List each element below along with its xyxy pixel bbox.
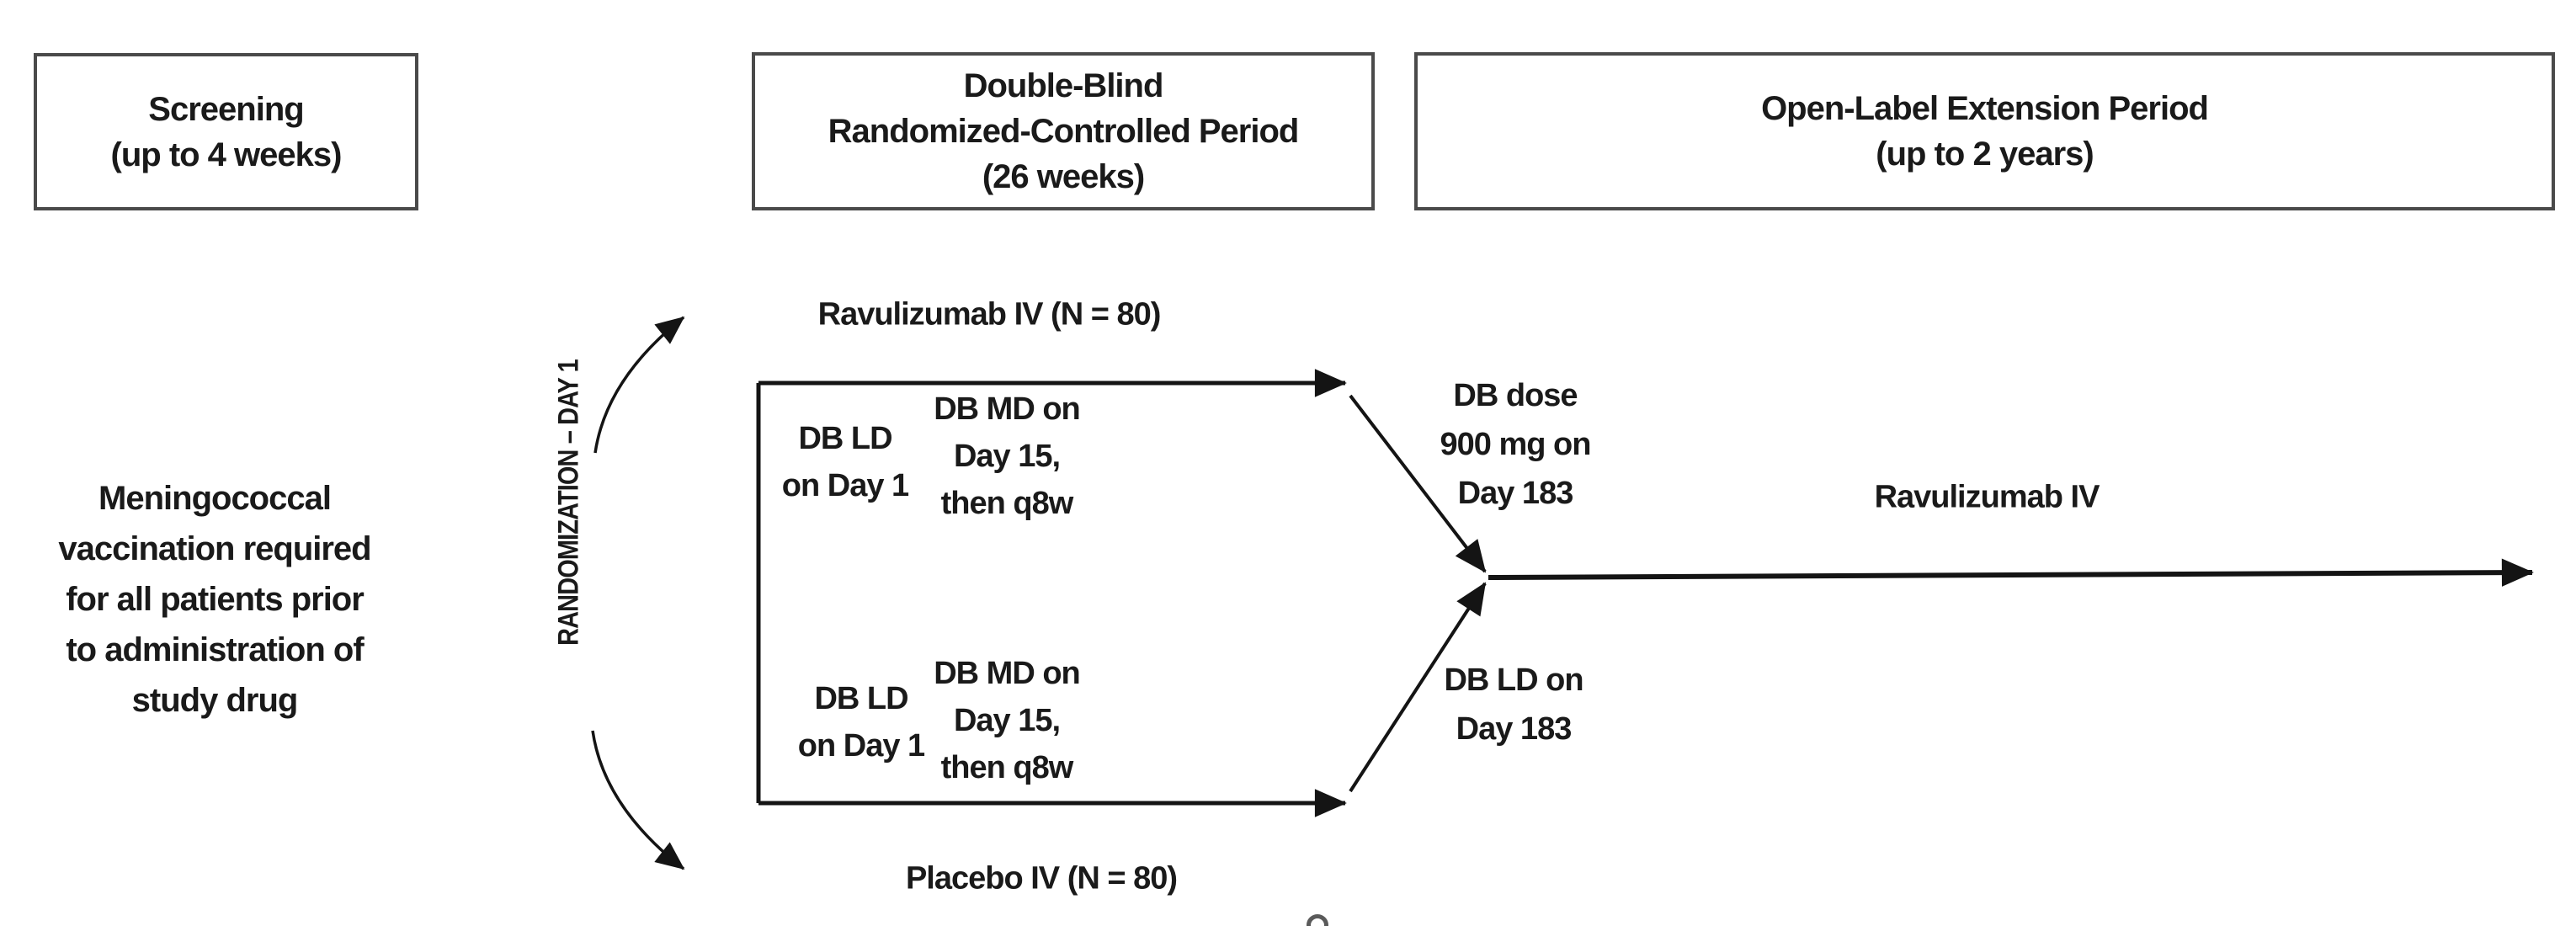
dose-line: on Day 1 (781, 468, 909, 503)
dose-line: DB dose (1453, 378, 1578, 413)
randomization-day1-label: RANDOMIZATION – DAY 1 (552, 359, 585, 646)
dose-line: on Day 1 (797, 728, 925, 764)
meningococcal-vaccination-note: Meningococcal vaccination required for a… (58, 473, 371, 726)
double-blind-duration: (26 weeks) (982, 158, 1145, 195)
ravulizumab-merge-arrow (1349, 394, 1487, 573)
randomization-arrow-up (593, 316, 685, 454)
extension-ravulizumab-label: Ravulizumab IV (1874, 479, 2100, 515)
note-line: to administration of (66, 631, 364, 668)
dose-line: Day 15, (953, 703, 1061, 738)
dose-line: DB LD (798, 421, 892, 456)
phase-box-open-label: Open-Label Extension Period (up to 2 yea… (1414, 52, 2555, 210)
note-line: Meningococcal (98, 480, 332, 517)
placebo-arm-label: Placebo IV (N = 80) (905, 860, 1178, 897)
dose-line: DB MD on (934, 391, 1081, 427)
double-blind-title-line1: Double-Blind (963, 67, 1164, 104)
note-line: vaccination required (58, 530, 371, 567)
note-line: for all patients prior (66, 581, 365, 618)
screening-title: Screening (148, 90, 304, 128)
dose-line: DB MD on (934, 656, 1081, 691)
ravulizumab-day183-dose: DB dose 900 mg on Day 183 (1440, 371, 1592, 518)
ravulizumab-maintenance-dose: DB MD on Day 15, then q8w (934, 386, 1081, 527)
dose-line: Day 15, (953, 439, 1061, 474)
dose-line: Day 183 (1457, 476, 1574, 511)
randomization-arrow-down (591, 730, 685, 870)
open-label-title: Open-Label Extension Period (1761, 90, 2209, 127)
clipped-footnote-mark (1307, 914, 1328, 926)
placebo-merge-arrow (1349, 582, 1487, 793)
dose-line: DB LD on (1444, 663, 1583, 698)
open-label-duration: (up to 2 years) (1876, 136, 2094, 173)
phase-box-double-blind: Double-Blind Randomized-Controlled Perio… (752, 52, 1375, 210)
extension-period-arrow (1488, 558, 2534, 587)
screening-duration: (up to 4 weeks) (110, 136, 343, 173)
phase-box-screening: Screening (up to 4 weeks) (34, 53, 418, 210)
placebo-maintenance-dose: DB MD on Day 15, then q8w (934, 650, 1081, 791)
dose-line: Day 183 (1456, 711, 1573, 747)
ravulizumab-loading-dose: DB LD on Day 1 (781, 415, 909, 509)
placebo-loading-dose: DB LD on Day 1 (797, 675, 925, 769)
double-blind-title-line2: Randomized-Controlled Period (828, 113, 1300, 150)
dose-line: DB LD (814, 681, 908, 716)
note-line: study drug (131, 682, 299, 719)
placebo-day183-dose: DB LD on Day 183 (1444, 656, 1583, 753)
dose-line: then q8w (940, 750, 1074, 785)
dose-line: 900 mg on (1440, 427, 1592, 462)
dose-line: then q8w (940, 486, 1074, 521)
ravulizumab-arm-label: Ravulizumab IV (N = 80) (817, 296, 1162, 333)
